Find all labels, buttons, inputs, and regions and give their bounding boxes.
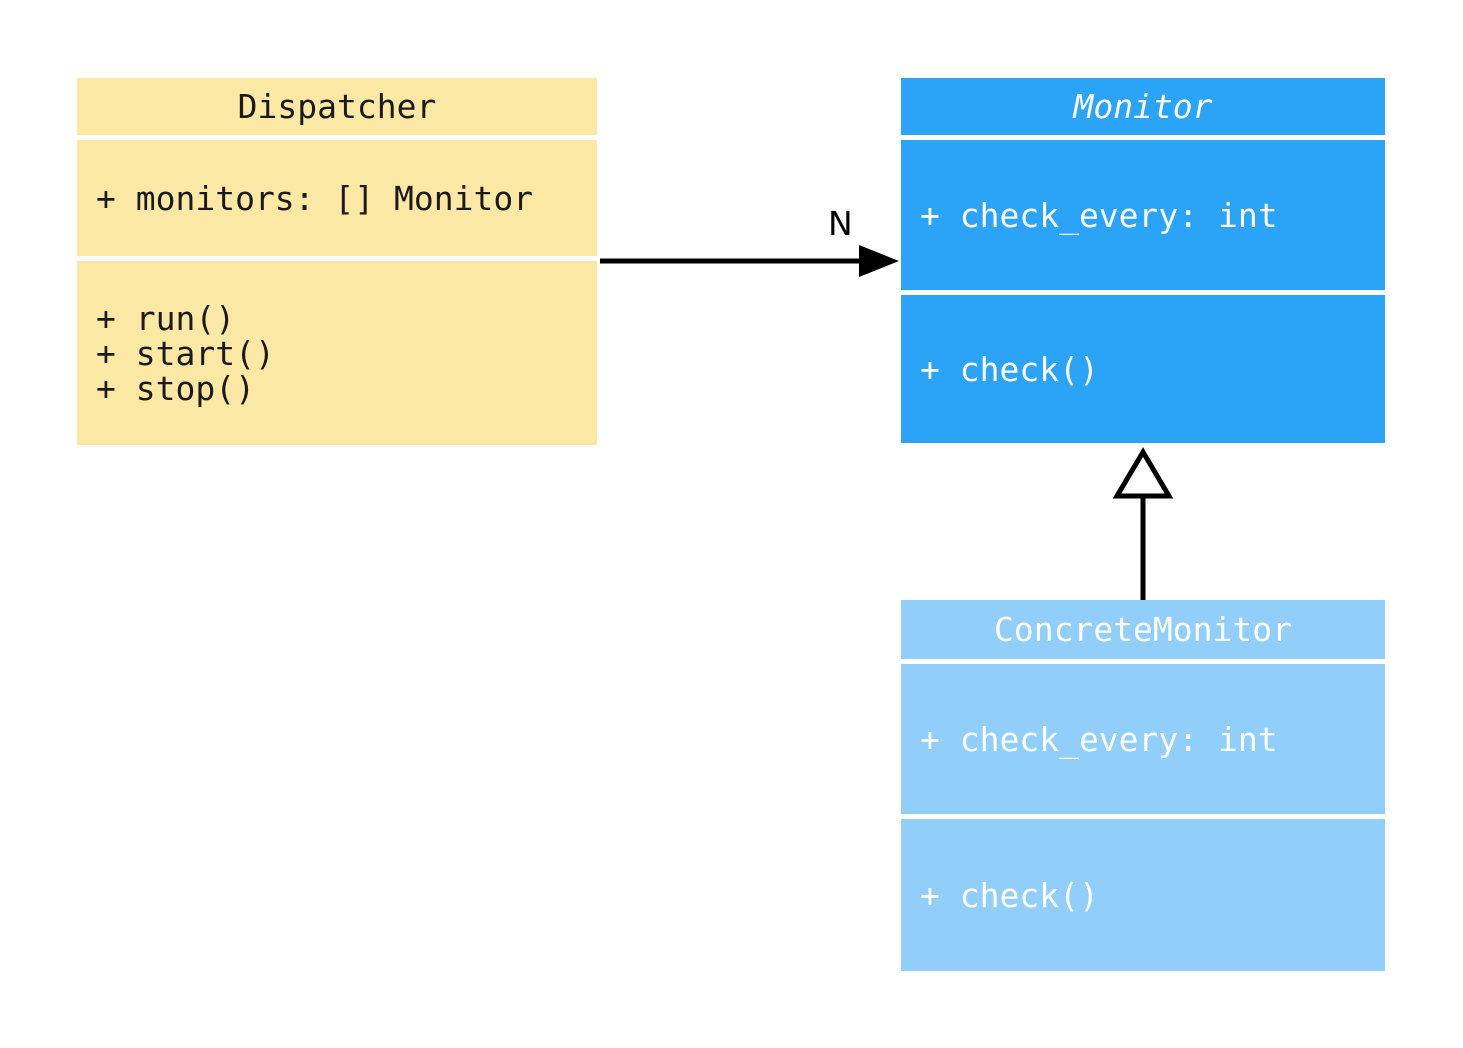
attributes-compartment: + check_every: int — [901, 140, 1385, 290]
multiplicity-label: N — [828, 204, 853, 243]
class-name-concrete-monitor: ConcreteMonitor — [901, 600, 1385, 659]
method-line: + start() — [96, 333, 275, 373]
methods-compartment: + check() — [901, 819, 1385, 971]
attribute-line: + check_every: int — [920, 719, 1278, 759]
inheritance-triangle-icon — [1112, 447, 1174, 499]
method-line: + check() — [920, 349, 1099, 389]
methods-compartment: + check() — [901, 295, 1385, 443]
class-box-dispatcher: Dispatcher + monitors: [] Monitor + run(… — [77, 78, 597, 445]
attribute-line: + check_every: int — [920, 195, 1278, 235]
class-box-monitor: Monitor + check_every: int + check() — [901, 78, 1385, 443]
method-line: + stop() — [96, 368, 255, 408]
class-box-concrete-monitor: ConcreteMonitor + check_every: int + che… — [901, 600, 1385, 971]
class-name-monitor: Monitor — [901, 78, 1385, 135]
association-arrowhead-icon — [859, 245, 899, 277]
attributes-compartment: + monitors: [] Monitor — [77, 140, 597, 256]
method-line: + run() — [96, 298, 236, 338]
attribute-line: + monitors: [] Monitor — [96, 178, 534, 218]
method-line: + check() — [920, 875, 1099, 915]
methods-compartment: + run() + start() + stop() — [77, 261, 597, 445]
attributes-compartment: + check_every: int — [901, 664, 1385, 814]
class-name-dispatcher: Dispatcher — [77, 78, 597, 135]
